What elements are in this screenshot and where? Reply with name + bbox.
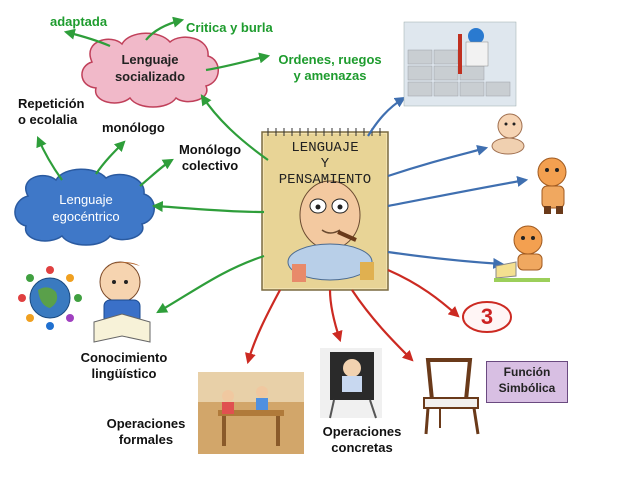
arrow-socializado-to-adaptada — [63, 28, 111, 48]
label-ordenes: Ordenes, ruegos y amenazas — [278, 52, 382, 84]
arrow-socializado-to-ordenes — [205, 52, 271, 72]
label-funcion-simbolica: Función Simbólica — [486, 361, 568, 403]
cloud-lenguaje-socializado — [81, 32, 219, 108]
arrow-center-to-operaciones-concretas — [328, 289, 343, 343]
photo-construction-worker — [403, 21, 517, 107]
baby-standing-icon — [537, 157, 567, 214]
photo-children-table — [198, 372, 304, 454]
arrow-center-to-three — [387, 268, 460, 318]
green-connectors — [36, 16, 271, 314]
globe-children-icon — [18, 266, 82, 330]
arrow-egocentrico-to-monologo-colectivo — [139, 158, 174, 187]
center-title: LENGUAJE Y PENSAMIENTO — [278, 140, 372, 189]
wooden-chair-icon — [423, 358, 480, 435]
cloud-lenguaje-egocentrico — [14, 168, 155, 246]
baby-sitting-icon — [491, 113, 525, 155]
arrow-center-to-baby-2 — [387, 176, 529, 208]
arrow-center-to-baby-1 — [387, 144, 489, 178]
cloud-socializado-label: Lenguaje socializado — [114, 52, 186, 84]
label-repeticion: Repetición o ecolalia — [18, 96, 85, 128]
label-three: 3 — [480, 304, 494, 329]
label-adaptada: adaptada — [50, 14, 108, 29]
label-monologo-colectivo: Monólogo colectivo — [178, 142, 242, 174]
arrow-egocentrico-to-repeticion — [36, 135, 63, 181]
arrow-center-to-operaciones-formales — [245, 289, 281, 365]
arrow-center-to-egocentrico — [151, 200, 265, 214]
arrow-center-to-conocimiento — [156, 254, 265, 314]
photo-baby-in-chair — [320, 348, 382, 419]
label-operaciones-concretas: Operaciones concretas — [322, 424, 402, 456]
label-monologo: monólogo — [102, 120, 165, 135]
cloud-egocentrico-label: Lenguaje egocéntrico — [52, 192, 120, 224]
label-critica: Critica y burla — [186, 20, 273, 35]
boy-reading-icon — [93, 261, 151, 343]
label-operaciones-formales: Operaciones formales — [106, 416, 186, 448]
center-notebook — [261, 128, 389, 291]
red-connectors — [245, 268, 460, 365]
arrow-socializado-to-critica — [145, 16, 185, 41]
blue-connectors — [367, 96, 529, 269]
arrow-center-to-worker — [367, 96, 406, 137]
arrow-center-to-baby-3 — [387, 250, 505, 269]
arrow-center-to-chair — [351, 289, 414, 362]
arrow-egocentrico-to-monologo — [95, 140, 126, 175]
baby-reading-icon — [494, 225, 550, 282]
arrow-center-to-socializado — [200, 94, 269, 161]
label-conocimiento: Conocimiento lingüístico — [80, 350, 168, 382]
